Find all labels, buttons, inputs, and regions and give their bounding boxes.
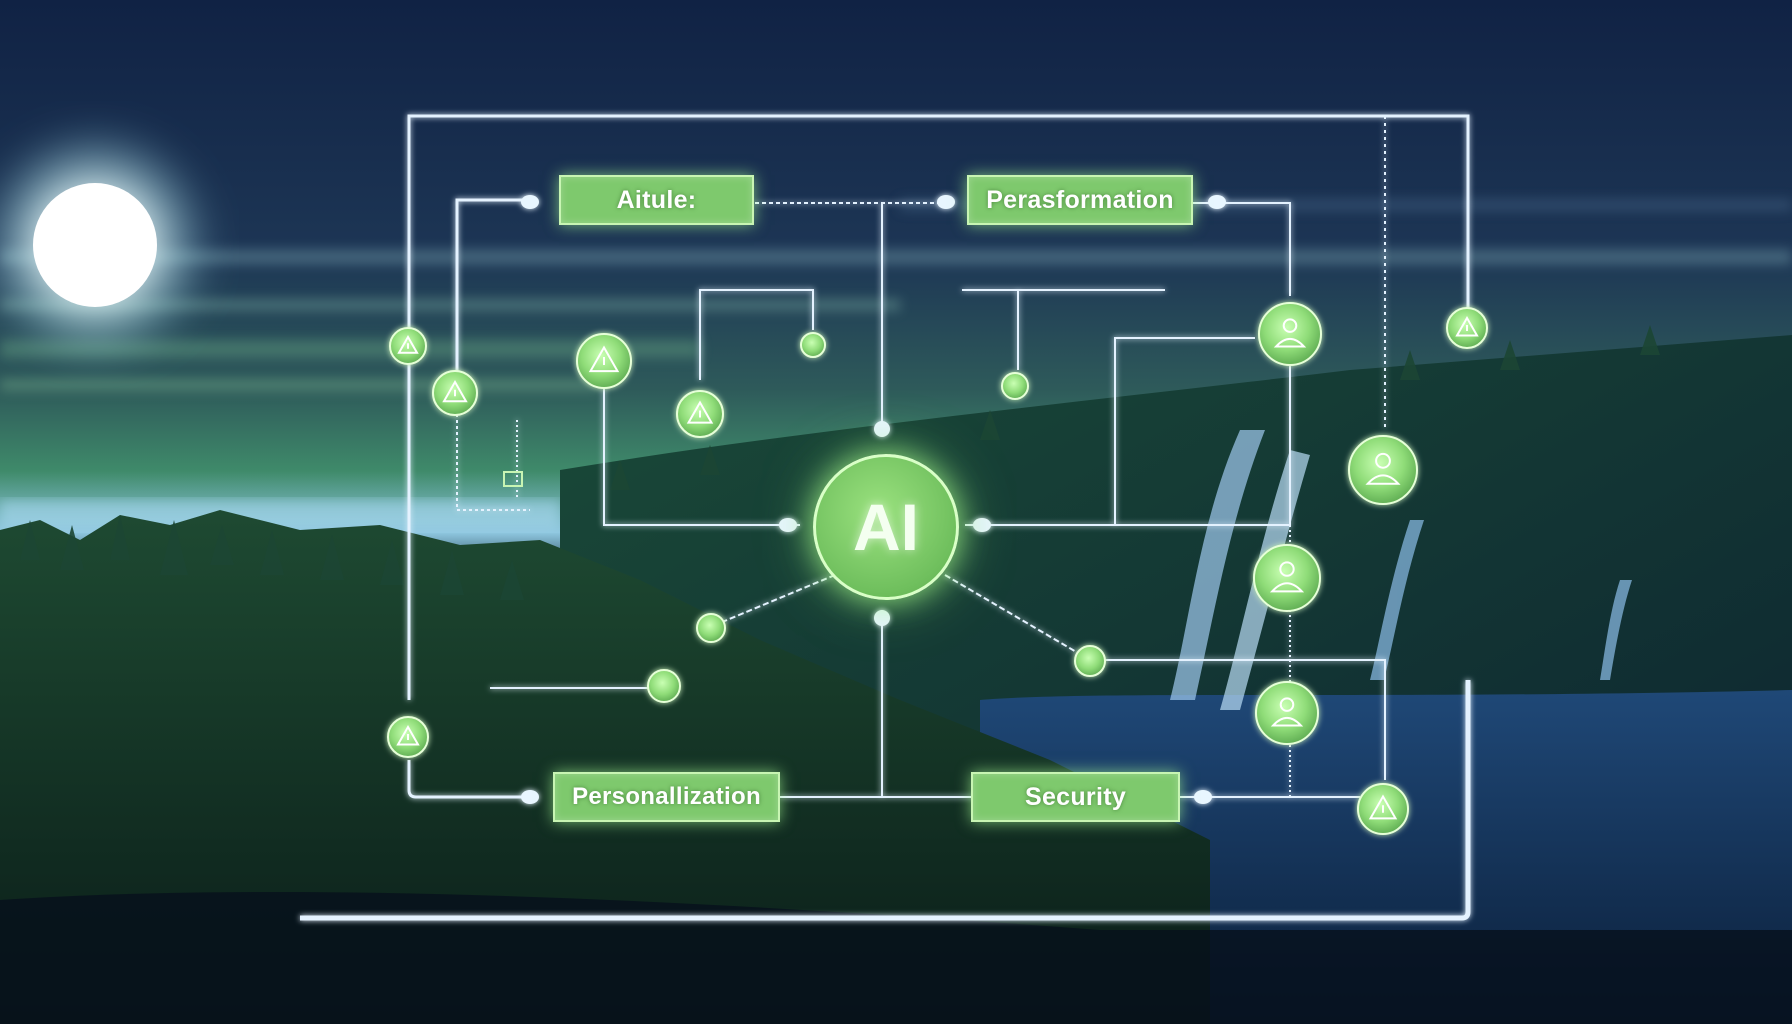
box-personalization-label: Personallization <box>572 783 761 810</box>
link-personalization <box>407 760 530 799</box>
node-circle <box>1253 544 1321 612</box>
person-icon-body <box>1269 582 1305 593</box>
icon-node <box>576 333 632 389</box>
foreground-shadow <box>0 891 1792 1024</box>
dot-node <box>696 613 726 643</box>
box-aitule: Aitule: <box>559 175 754 225</box>
link-hub-lower-left <box>714 574 836 626</box>
node-circle <box>1348 435 1418 505</box>
dot-node <box>1001 372 1029 400</box>
icon-node <box>1446 307 1488 349</box>
person-icon <box>1279 561 1295 577</box>
icon-node <box>432 370 478 416</box>
box-aitule-label: Aitule: <box>616 185 697 214</box>
icon-node <box>676 390 724 438</box>
box-perasformation-label: Perasformation <box>986 185 1174 214</box>
node-circle <box>1001 372 1029 400</box>
warning-triangle-icon <box>1368 794 1398 820</box>
connector-lines <box>300 114 1471 921</box>
link-lower-right-branch <box>1090 659 1386 780</box>
box-security: Security <box>971 772 1180 822</box>
outer-frame-top <box>407 114 1470 340</box>
person-icon <box>1279 697 1295 712</box>
dot-node <box>647 669 681 703</box>
node-circle <box>1258 302 1322 366</box>
icon-node <box>1357 783 1409 835</box>
warning-triangle-icon <box>442 379 468 403</box>
icon-node <box>1253 544 1321 612</box>
node-circle <box>800 332 826 358</box>
tree-silhouettes <box>20 325 1660 600</box>
person-icon <box>1375 452 1391 469</box>
icon-node <box>389 327 427 365</box>
link-right-bracket <box>1114 337 1255 525</box>
tiny-box-marker <box>503 471 523 487</box>
ai-hub: AI <box>813 454 959 600</box>
node-circle <box>696 613 726 643</box>
dot-node <box>800 332 826 358</box>
warning-triangle-icon <box>686 400 714 424</box>
link-hub-lower-right <box>944 574 1091 661</box>
icon-node <box>387 716 429 758</box>
clouds <box>0 200 1792 390</box>
link-aitule <box>455 198 530 390</box>
person-icon-body <box>1273 337 1307 348</box>
bottom-bar <box>300 680 1471 921</box>
warning-triangle-icon <box>588 345 620 373</box>
icon-node <box>1258 302 1322 366</box>
ai-hub-label: AI <box>853 490 919 564</box>
box-perasformation: Perasformation <box>967 175 1193 225</box>
dot-node <box>1074 645 1106 677</box>
node-circle <box>647 669 681 703</box>
box-personalization: Personallization <box>553 772 780 822</box>
junction-markers <box>521 195 1226 804</box>
node-circle <box>1074 645 1106 677</box>
icon-node <box>1255 681 1319 745</box>
warning-triangle-icon <box>1455 315 1479 337</box>
person-icon <box>1282 318 1298 333</box>
link-left-dotted <box>456 390 530 511</box>
node-group <box>387 302 1488 835</box>
box-security-label: Security <box>1024 782 1127 811</box>
person-icon-body <box>1365 474 1401 485</box>
warning-triangle-icon <box>396 724 420 746</box>
icon-node <box>1348 435 1418 505</box>
link-small-bracket <box>699 289 814 380</box>
person-icon-body <box>1270 716 1304 727</box>
sun <box>33 183 157 307</box>
warning-triangle-icon <box>397 334 419 354</box>
node-circle <box>1255 681 1319 745</box>
link-left-node-hub <box>603 385 800 526</box>
